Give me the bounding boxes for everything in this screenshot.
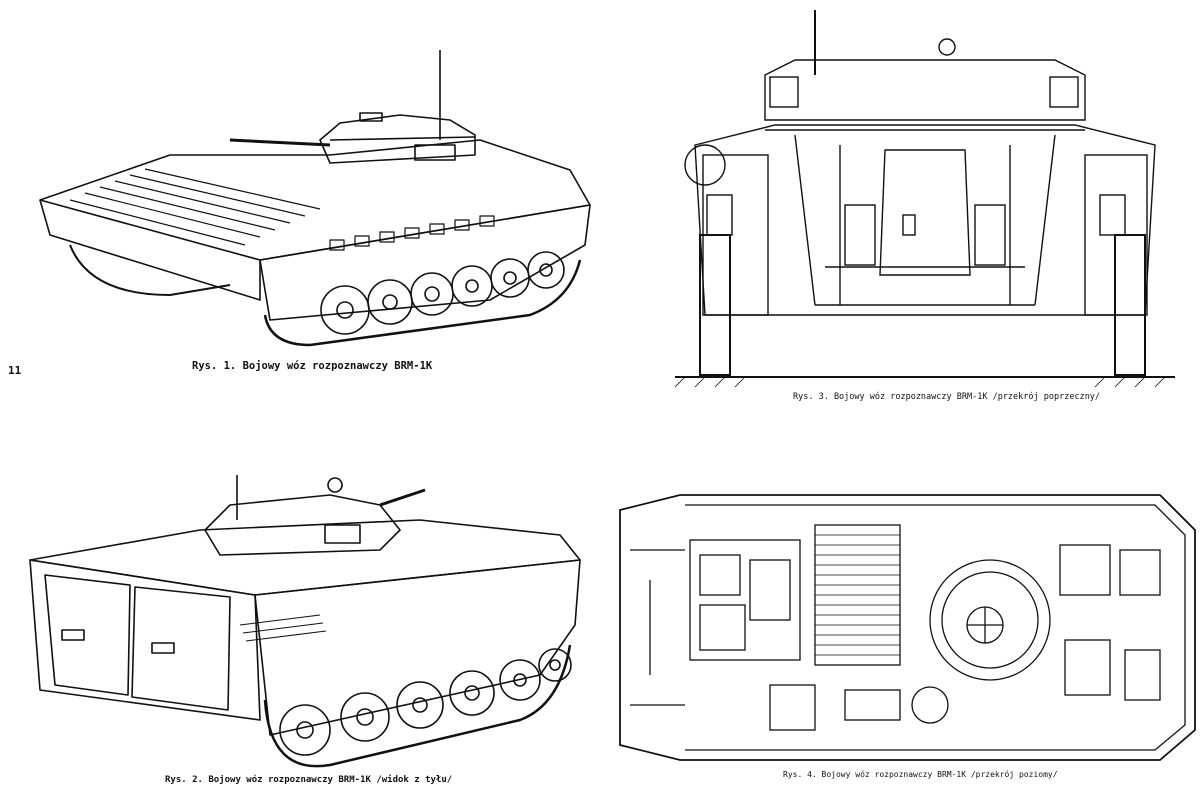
figure-3-caption: Rys. 3. Bojowy wóz rozpoznawczy BRM-1K /… <box>793 392 1101 402</box>
figure-2-vehicle-rear-view <box>0 475 600 775</box>
figure-4-caption: Rys. 4. Bojowy wóz rozpoznawczy BRM-1K /… <box>783 770 1058 779</box>
figure-1-caption: Rys. 1. Bojowy wóz rozpoznawczy BRM-1K <box>192 360 433 372</box>
figure-3-cross-section <box>675 5 1175 390</box>
figure-2-caption: Rys. 2. Bojowy wóz rozpoznawczy BRM-1K /… <box>165 775 453 785</box>
vehicle-rear-drawing <box>29 475 581 768</box>
horizontal-section-drawing <box>619 494 1196 761</box>
cross-section-drawing <box>675 10 1175 388</box>
figure-1-vehicle-front-view <box>30 45 600 355</box>
margin-page-mark: 11 <box>8 364 22 377</box>
figure-4-horizontal-section <box>600 490 1200 765</box>
vehicle-front-drawing <box>39 50 591 347</box>
